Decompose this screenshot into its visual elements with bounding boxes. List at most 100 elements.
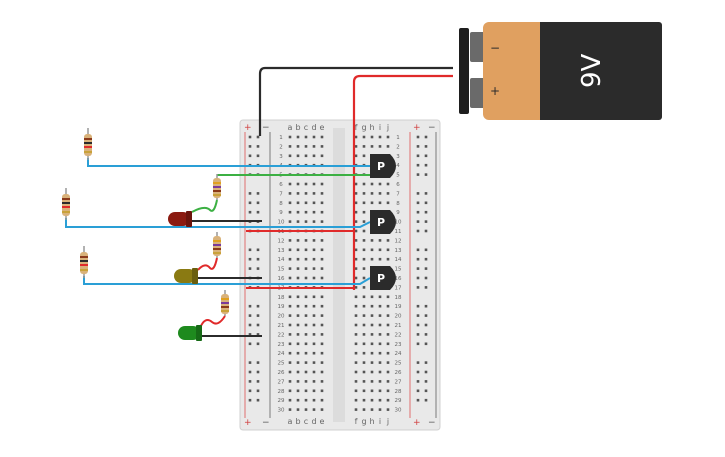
hole-i23[interactable] (378, 342, 382, 346)
hole-g15[interactable] (362, 267, 366, 270)
hole-a20[interactable] (288, 314, 292, 317)
rail-right-hole-1-22[interactable] (424, 333, 428, 336)
hole-g6[interactable] (362, 182, 366, 186)
wire-black-battery-minus[interactable] (258, 66, 453, 136)
hole-g8[interactable] (362, 201, 366, 205)
hole-j25[interactable] (386, 361, 390, 364)
hole-b30[interactable] (296, 408, 300, 411)
rail-right-hole-1-9[interactable] (424, 210, 428, 214)
rail-left-hole-0-9[interactable] (248, 210, 252, 214)
hole-e12[interactable] (320, 239, 324, 242)
hole-h26[interactable] (370, 370, 374, 374)
hole-b14[interactable] (296, 257, 300, 261)
hole-e10[interactable] (320, 220, 324, 223)
resistor-led-yellow[interactable] (213, 232, 221, 258)
hole-a14[interactable] (288, 257, 292, 261)
hole-f17[interactable] (354, 286, 358, 289)
rail-right-hole-0-29[interactable] (416, 398, 420, 402)
rail-right-hole-1-21[interactable] (424, 323, 428, 327)
rail-left-hole-0-15[interactable] (248, 267, 252, 270)
hole-j26[interactable] (386, 370, 390, 374)
hole-j2[interactable] (386, 145, 390, 148)
hole-f7[interactable] (354, 192, 358, 195)
wire-red-battery-plus[interactable] (352, 74, 453, 290)
wire-green-led-red-anode[interactable] (191, 199, 218, 213)
hole-g1[interactable] (362, 135, 366, 139)
hole-h22[interactable] (370, 333, 374, 336)
hole-j23[interactable] (386, 342, 390, 346)
rail-right-hole-1-15[interactable] (424, 267, 428, 270)
hole-c25[interactable] (304, 361, 308, 364)
hole-d6[interactable] (312, 182, 316, 186)
rail-right-hole-1-28[interactable] (424, 389, 428, 393)
hole-j13[interactable] (386, 248, 390, 252)
hole-c8[interactable] (304, 201, 308, 205)
hole-g26[interactable] (362, 370, 366, 374)
hole-d29[interactable] (312, 398, 316, 402)
hole-b25[interactable] (296, 361, 300, 364)
hole-c15[interactable] (304, 267, 308, 270)
hole-d19[interactable] (312, 304, 316, 308)
hole-i28[interactable] (378, 389, 382, 393)
battery-terminal-minus[interactable] (470, 32, 486, 62)
hole-i30[interactable] (378, 408, 382, 411)
hole-c30[interactable] (304, 408, 308, 411)
hole-d24[interactable] (312, 351, 316, 355)
hole-a6[interactable] (288, 182, 292, 186)
hole-a12[interactable] (288, 239, 292, 242)
hole-f28[interactable] (354, 389, 358, 393)
rail-right-hole-1-27[interactable] (424, 380, 428, 383)
hole-b13[interactable] (296, 248, 300, 252)
hole-b8[interactable] (296, 201, 300, 205)
hole-e3[interactable] (320, 154, 324, 158)
hole-a7[interactable] (288, 192, 292, 195)
rail-right-hole-1-5[interactable] (424, 173, 428, 176)
rail-left-hole-1-3[interactable] (256, 154, 260, 158)
hole-e25[interactable] (320, 361, 324, 364)
hole-e22[interactable] (320, 333, 324, 336)
hole-e19[interactable] (320, 304, 324, 308)
hole-i1[interactable] (378, 135, 382, 139)
hole-f10[interactable] (354, 220, 358, 223)
rail-left-hole-0-8[interactable] (248, 201, 252, 205)
hole-h7[interactable] (370, 192, 374, 195)
rail-right-hole-1-26[interactable] (424, 370, 428, 374)
hole-e6[interactable] (320, 182, 324, 186)
wire-red-led-yellow-anode[interactable] (197, 257, 218, 271)
hole-f2[interactable] (354, 145, 358, 148)
rail-right-hole-0-27[interactable] (416, 380, 420, 383)
hole-c22[interactable] (304, 333, 308, 336)
hole-c12[interactable] (304, 239, 308, 242)
hole-g29[interactable] (362, 398, 366, 402)
green-led[interactable] (178, 325, 202, 341)
hole-j24[interactable] (386, 351, 390, 355)
hole-d15[interactable] (312, 267, 316, 270)
hole-g10[interactable] (362, 220, 366, 223)
hole-c10[interactable] (304, 220, 308, 223)
resistor-led-green[interactable] (221, 290, 229, 316)
hole-a22[interactable] (288, 333, 292, 336)
hole-b9[interactable] (296, 210, 300, 214)
hole-h1[interactable] (370, 135, 374, 139)
hole-i8[interactable] (378, 201, 382, 205)
hole-j27[interactable] (386, 380, 390, 383)
rail-right-hole-1-29[interactable] (424, 398, 428, 402)
hole-a16[interactable] (288, 276, 292, 280)
hole-d10[interactable] (312, 220, 316, 223)
hole-g23[interactable] (362, 342, 366, 346)
hole-e13[interactable] (320, 248, 324, 252)
breadboard-holes[interactable] (248, 135, 428, 411)
hole-f30[interactable] (354, 408, 358, 411)
rail-left-hole-0-29[interactable] (248, 398, 252, 402)
hole-i22[interactable] (378, 333, 382, 336)
rail-left-hole-0-19[interactable] (248, 304, 252, 308)
hole-f25[interactable] (354, 361, 358, 364)
rail-right-hole-0-2[interactable] (416, 145, 420, 148)
hole-e16[interactable] (320, 276, 324, 280)
hole-e29[interactable] (320, 398, 324, 402)
hole-c1[interactable] (304, 135, 308, 139)
hole-e15[interactable] (320, 267, 324, 270)
hole-f19[interactable] (354, 304, 358, 308)
hole-b7[interactable] (296, 192, 300, 195)
rail-left-hole-0-3[interactable] (248, 154, 252, 158)
